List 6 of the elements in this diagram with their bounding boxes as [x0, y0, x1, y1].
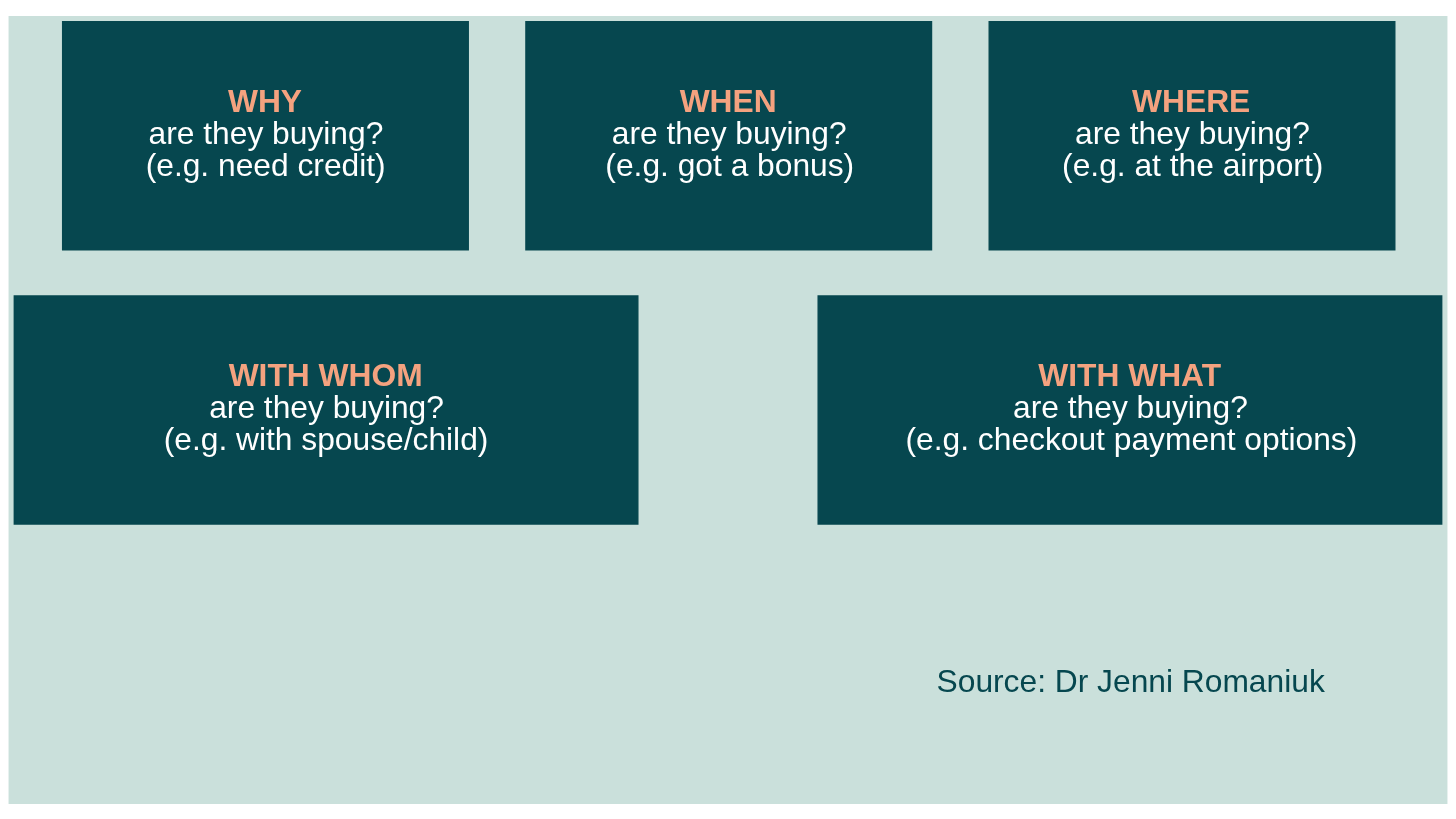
node-box: WHY are they buying? (e.g. need credit) [61, 20, 469, 250]
label: Source: Dr Jenni Romaniuk [936, 662, 1325, 699]
node-box: WHERE are they buying? (e.g. at the airport) [988, 20, 1396, 250]
node-box: WITH WHAT are they buying? (e.g. checkout payment options) [817, 294, 1443, 525]
node-box: WHEN are they buying? (e.g. got a bonus) [525, 20, 933, 250]
node-box: WITH WHOM are they buying? (e.g. with spouse/child) [13, 294, 639, 525]
